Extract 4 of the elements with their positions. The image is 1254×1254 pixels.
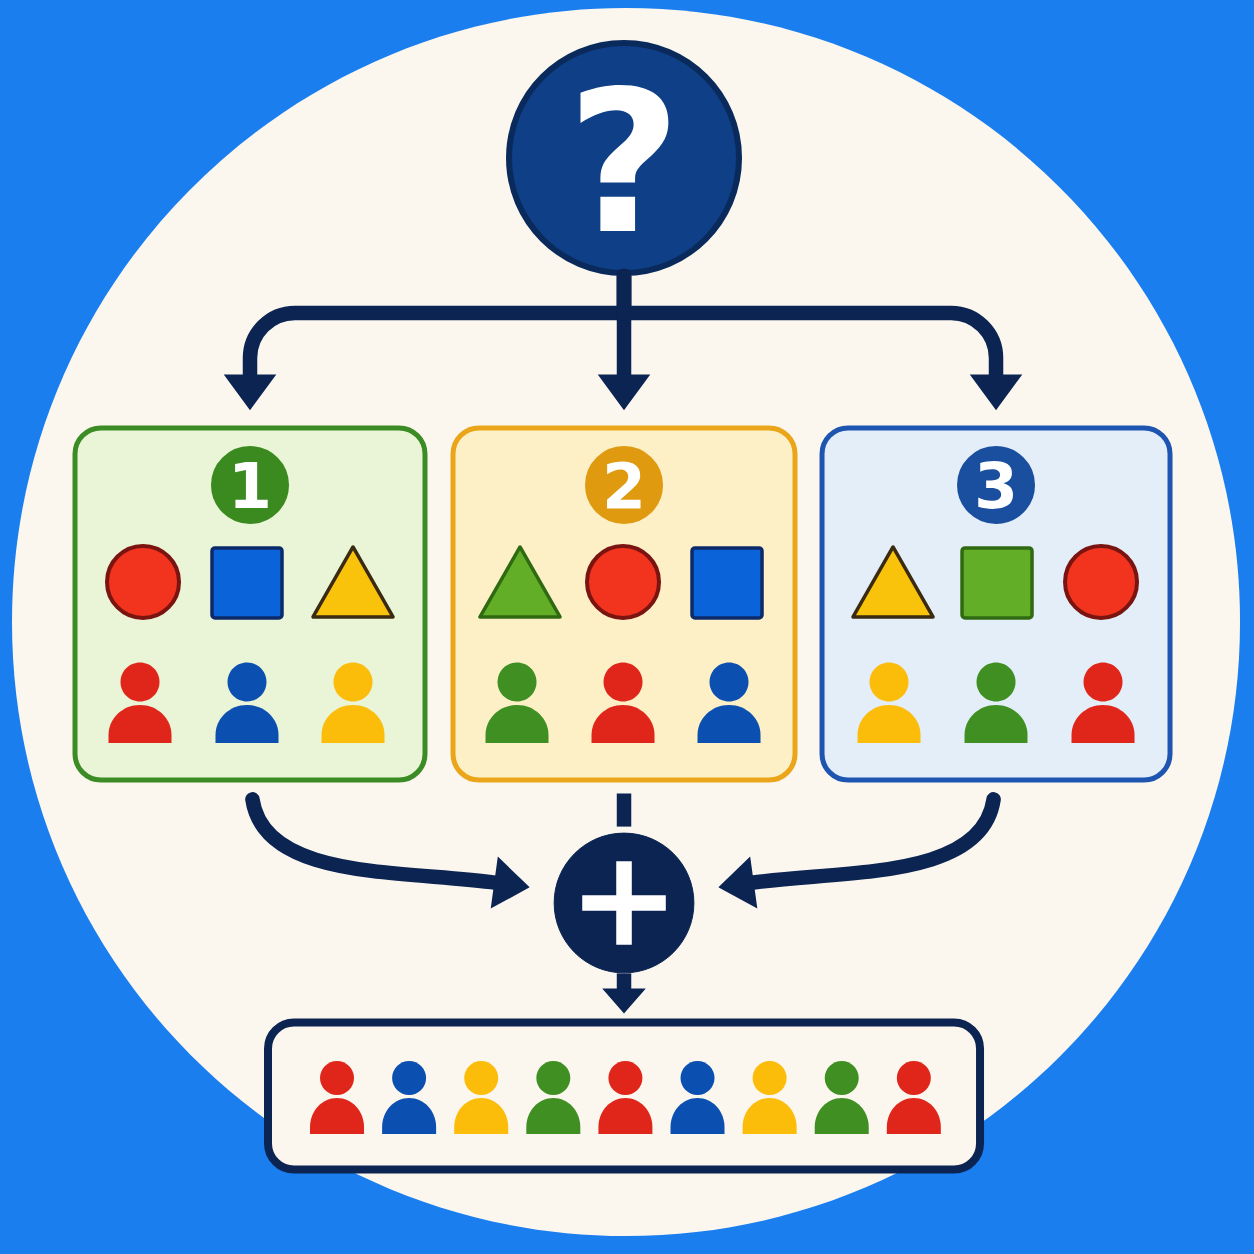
number-badge: 3 [957, 446, 1035, 524]
connector-line [616, 793, 632, 827]
number-badge: 1 [211, 446, 289, 524]
number-badge: 2 [585, 446, 663, 524]
